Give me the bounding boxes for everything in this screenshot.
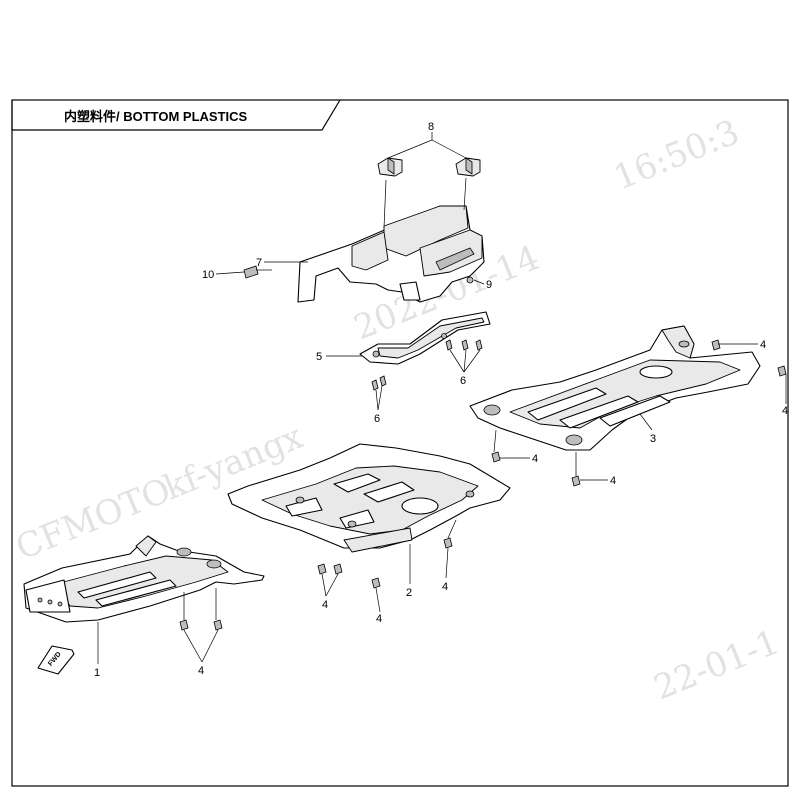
part-4-screws-right bbox=[491, 339, 787, 487]
diagram-frame bbox=[11, 99, 789, 787]
callout-4-g: 4 bbox=[442, 581, 448, 593]
leader-lines bbox=[97, 132, 787, 664]
part-6-screws bbox=[371, 339, 483, 391]
title-tab bbox=[11, 99, 341, 131]
callout-9: 9 bbox=[486, 279, 492, 291]
part-2-center-plate bbox=[227, 443, 511, 553]
callout-4-a: 4 bbox=[760, 339, 766, 351]
callout-4-b: 4 bbox=[782, 405, 788, 417]
diagram-title: 内塑料件/ BOTTOM PLASTICS bbox=[64, 109, 248, 124]
fwd-arrow-icon: FWD bbox=[37, 645, 75, 675]
callout-3: 3 bbox=[650, 433, 656, 445]
callout-8: 8 bbox=[428, 121, 434, 133]
callout-labels: 8 7 10 9 5 6 6 3 4 4 4 4 2 4 4 4 1 4 4 bbox=[94, 121, 788, 679]
part-4-screws-center bbox=[317, 537, 453, 589]
part-3-skid-plate bbox=[469, 325, 761, 451]
part-9-nut bbox=[466, 276, 474, 284]
watermark-time: 16:50:3 bbox=[608, 112, 745, 198]
part-5-bracket bbox=[359, 311, 491, 365]
callout-7: 7 bbox=[256, 257, 262, 269]
callout-4-d: 4 bbox=[610, 475, 616, 487]
callout-6-right: 6 bbox=[460, 375, 466, 387]
part-7-tunnel-cover bbox=[297, 177, 485, 303]
watermark-date-2: 22-01-1 bbox=[648, 622, 785, 708]
callout-2: 2 bbox=[406, 587, 412, 599]
callout-10: 10 bbox=[202, 269, 214, 281]
callout-4-e: 4 bbox=[322, 599, 328, 611]
part-4-screws-front bbox=[179, 619, 223, 631]
callout-4-c: 4 bbox=[532, 453, 538, 465]
watermark-group: CFMOTO kf-yangx 2022-01-14 16:50:3 22-01… bbox=[10, 112, 785, 708]
callout-6-left: 6 bbox=[374, 413, 380, 425]
part-10-bolt bbox=[243, 265, 272, 279]
part-8-clips bbox=[377, 157, 481, 177]
callout-1: 1 bbox=[94, 667, 100, 679]
part-1-front-plate bbox=[23, 535, 265, 623]
callout-4-f: 4 bbox=[376, 613, 382, 625]
callout-5: 5 bbox=[316, 351, 322, 363]
callout-4-h: 4 bbox=[198, 665, 204, 677]
